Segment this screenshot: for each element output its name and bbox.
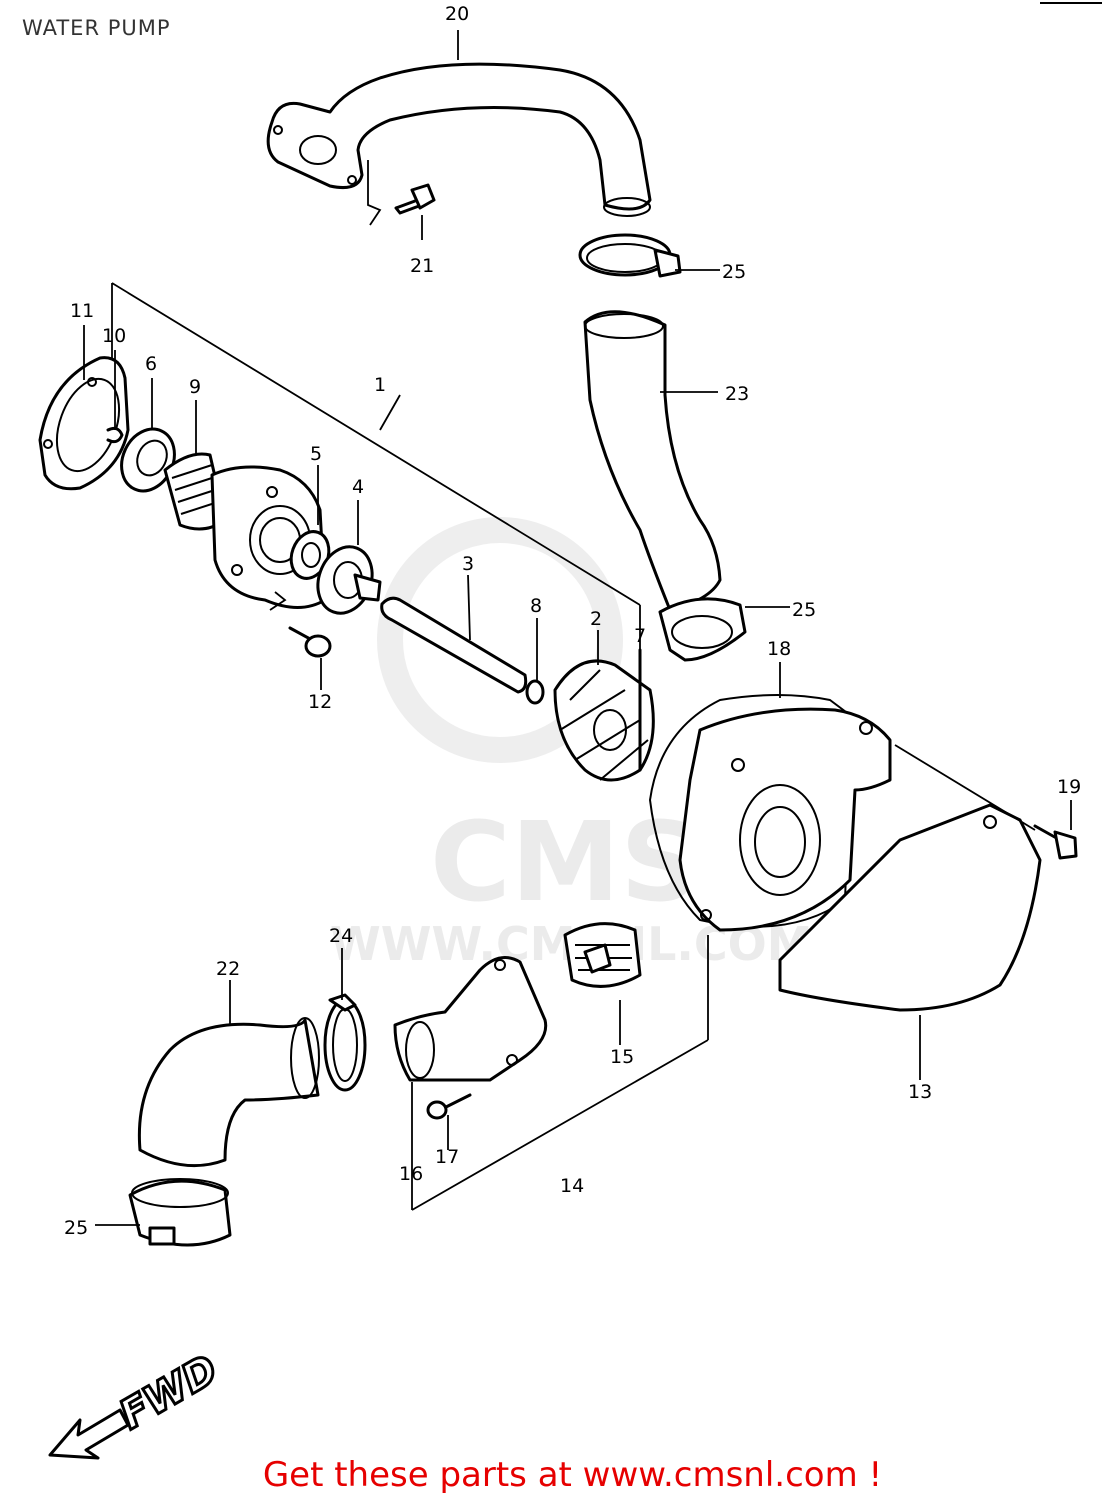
thermostat-15 [563, 922, 642, 988]
callout-13: 13 [908, 1081, 932, 1103]
mechanical-seal-4 [316, 545, 382, 615]
hose-clamp-upper [578, 233, 682, 278]
callout-19: 19 [1057, 776, 1081, 798]
pump-shaft-3 [380, 596, 528, 694]
callout-5: 5 [310, 443, 322, 465]
callout-3: 3 [462, 553, 474, 575]
callout-16: 16 [399, 1163, 423, 1185]
promo-link-text[interactable]: Get these parts at www.cmsnl.com ! [262, 1455, 883, 1495]
screw-12 [269, 591, 332, 658]
callout-leaders [83, 30, 1072, 1226]
o-ring-18 [648, 694, 872, 928]
circlip-10 [106, 426, 124, 444]
callout-1: 1 [374, 374, 386, 396]
upper-water-pipe [266, 62, 652, 217]
callout-9: 9 [189, 376, 201, 398]
callout-20: 20 [445, 3, 469, 25]
callout-17: 17 [435, 1146, 459, 1168]
callout-7: 7 [634, 625, 646, 647]
pump-cover-11 [38, 356, 130, 491]
bolt-19 [1033, 824, 1078, 860]
fwd-arrow-icon: FWD [48, 1345, 227, 1460]
water-hose-23 [583, 310, 722, 612]
bolt-21 [367, 160, 436, 226]
callout-2: 2 [590, 608, 602, 630]
callout-4: 4 [352, 476, 364, 498]
callout-15: 15 [610, 1046, 634, 1068]
callout-labels: 20 21 25 23 25 11 10 6 9 1 5 4 3 8 2 7 1… [64, 3, 1081, 1239]
screw-17 [426, 1093, 472, 1120]
corner-rule [1040, 2, 1102, 4]
pump-cover-13 [778, 803, 1042, 1012]
callout-12: 12 [308, 691, 332, 713]
callout-25: 25 [64, 1217, 88, 1239]
bearing-6 [120, 427, 176, 493]
callout-18: 18 [767, 638, 791, 660]
diagram-title: WATER PUMP [22, 16, 171, 40]
hose-clamp-24 [323, 993, 367, 1092]
watermark-logo-text: CMS [430, 798, 699, 926]
thermostat-housing-16 [393, 956, 548, 1082]
washer-8 [525, 679, 545, 705]
callout-23: 23 [725, 383, 749, 405]
water-hose-22 [137, 1017, 320, 1168]
callout-10: 10 [102, 325, 126, 347]
callout-25: 25 [722, 261, 746, 283]
callout-14: 14 [560, 1175, 584, 1197]
callout-22: 22 [216, 958, 240, 980]
fwd-label: FWD [112, 1346, 226, 1438]
promo-link[interactable]: Get these parts at www.cmsnl.com ! [0, 1455, 1105, 1495]
pump-casing [678, 707, 892, 932]
callout-8: 8 [530, 595, 542, 617]
hose-clamp-lower [128, 1178, 232, 1247]
callout-25: 25 [792, 599, 816, 621]
callout-6: 6 [145, 353, 157, 375]
callout-21: 21 [410, 255, 434, 277]
hose-clamp-mid [658, 597, 747, 662]
callout-24: 24 [329, 925, 353, 947]
callout-11: 11 [70, 300, 94, 322]
